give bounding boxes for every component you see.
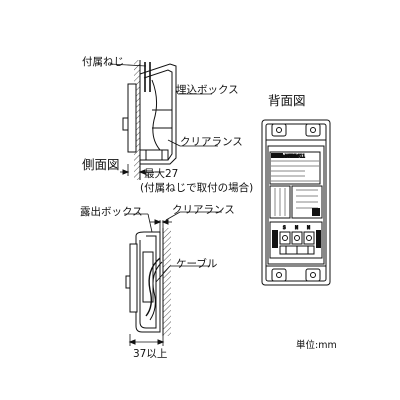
side-view-title: 側面図 — [82, 157, 120, 172]
label-max27: 最大27 — [144, 168, 179, 180]
flush-box-outline — [139, 63, 177, 165]
model-text: WTK1611 — [285, 154, 305, 159]
label-clearance-top: クリアランス — [180, 136, 243, 148]
switch-front-plate-lower — [129, 243, 138, 313]
label-clearance-bottom: クリアランス — [172, 204, 235, 216]
label-exposed-box: 露出ボックス — [80, 206, 143, 218]
terminal-s-label: S — [283, 225, 286, 230]
back-view-title: 背面図 — [268, 93, 306, 108]
switch-front-plate — [127, 83, 137, 153]
side-view-flush-mount — [120, 60, 177, 180]
terminal-n1-label: N — [295, 225, 298, 230]
label-unit: 単位:mm — [296, 340, 337, 351]
label-dim37: 37以上 — [133, 348, 168, 360]
label-flush-box: 埋込ボックス — [176, 84, 239, 96]
label-note: (付属ねじで取付の場合) — [140, 182, 254, 194]
leader-lines-lower — [124, 211, 222, 283]
brand-box — [271, 153, 283, 158]
brand-text: Panasonic — [272, 153, 298, 159]
label-screw: 付属ねじ — [82, 56, 124, 68]
label-cable: ケーブル — [176, 258, 218, 270]
wall-hatch-lower — [163, 228, 171, 336]
exposed-box-outline — [135, 231, 161, 333]
switch-handle — [122, 117, 129, 131]
leader-lines-upper — [109, 63, 218, 147]
terminal-n2-label: N — [307, 225, 310, 230]
wall-hatch — [134, 60, 140, 180]
side-view-exposed-mount — [125, 219, 172, 346]
cable-path — [145, 257, 161, 317]
back-view: Panasonic WTK1611 S N N — [261, 119, 331, 286]
